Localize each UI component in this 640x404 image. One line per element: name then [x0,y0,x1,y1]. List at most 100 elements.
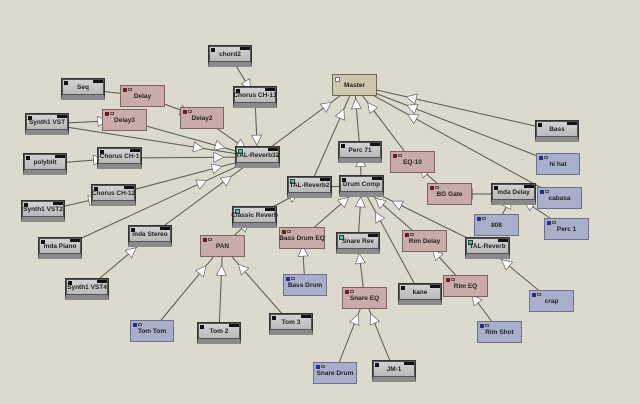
node-label: mda Piano [43,242,77,250]
node-io-icon [545,190,549,193]
node-rimshot[interactable]: Rim Shot [477,321,522,343]
connection-tal32-to-master[interactable] [257,84,355,158]
node-mdastereo[interactable]: mda Stereo [128,225,172,247]
connection-chorus12-to-tal32[interactable] [113,156,258,196]
connection-line [354,84,560,199]
connection-talreverb2-to-master[interactable] [309,84,355,188]
node-tom3[interactable]: Tom 3 [269,313,313,335]
connection-mdastereo-to-tal32[interactable] [149,156,258,237]
node-synth1vst4[interactable]: Synth1 VST4 [65,278,109,300]
node-kane[interactable]: kane [398,283,442,305]
connection-tom2-to-pan[interactable] [215,245,227,334]
node-label: EQ-10 [403,158,422,166]
node-label: hi hat [549,160,567,168]
node-snarerev[interactable]: Snare Rev [336,232,380,254]
connection-line [222,245,292,325]
connection-tomtom-to-pan[interactable] [151,245,223,332]
node-bass[interactable]: Bass [535,120,579,142]
node-polyblit[interactable]: polyblit [23,153,67,175]
node-rimeq[interactable]: Rim EQ [443,275,488,297]
connection-chorus1-to-tal32[interactable] [119,151,258,163]
node-drumcomp[interactable]: Drum Comp [339,175,384,197]
node-status-icon [341,144,345,148]
node-hihat[interactable]: hi hat [536,153,580,175]
node-bassdrum[interactable]: Bass Drum [283,274,327,296]
node-delay3[interactable]: Delay3 [102,109,147,131]
node-io-icon [321,365,325,368]
connection-line [354,84,558,132]
node-io-icon [398,154,402,157]
node-808[interactable]: 808 [474,214,519,236]
node-label: BG Gate [436,190,463,198]
arrow-icon [337,196,350,209]
connection-bass-to-master[interactable] [354,84,558,132]
node-delay[interactable]: Delay [120,85,165,107]
connection-line [309,84,355,188]
arrow-icon [319,101,332,113]
node-status-icon [335,77,340,82]
node-mdadelay[interactable]: mda Delay [491,183,536,205]
node-label: Classic Reverb [231,211,278,219]
node-bassdrumeq[interactable]: Bass Drum EQ [279,227,325,249]
node-io-icon [552,221,556,224]
node-badge-icon [524,185,534,188]
node-chorus12[interactable]: Chorus CH-12 [91,184,136,206]
node-tomtom[interactable]: Tom Tom [130,320,174,342]
arrow-icon [369,313,380,326]
arrow-icon [213,151,225,163]
node-bggate[interactable]: BG Gate [427,183,472,205]
connection-hihat-to-master[interactable] [354,84,559,165]
node-badge-icon [57,115,67,118]
node-perc1[interactable]: Perc 1 [544,218,589,240]
node-status-icon [316,365,320,369]
node-perc71[interactable]: Perc 71 [338,141,382,163]
node-status-icon [211,48,215,52]
node-pan[interactable]: PAN [200,235,245,257]
node-badge-icon [53,202,63,205]
node-chorus13[interactable]: Chorus CH-13 [233,86,277,108]
arrow-icon [192,141,205,153]
node-label: mda Delay [497,188,530,196]
connection-kane-to-drumcomp[interactable] [361,185,421,295]
node-delay2[interactable]: Delay2 [180,107,224,129]
node-chorus1[interactable]: Chorus CH-1 [97,147,142,169]
node-synth1vst[interactable]: Synth1 VST [25,113,69,135]
node-status-icon [100,150,104,154]
node-status-icon [477,217,481,221]
node-crap[interactable]: crap [529,290,574,312]
connection-snaredrum-to-snareeq[interactable] [334,297,365,374]
connection-eq10-to-master[interactable] [354,84,413,163]
node-cabasa[interactable]: cabasa [537,187,582,209]
node-io-icon [287,230,291,233]
node-rimdelay[interactable]: Rim Delay [402,230,447,252]
node-mdapiano[interactable]: mda Piano [38,237,82,259]
connection-line [218,245,223,334]
node-snaredrum[interactable]: Snare Drum [313,362,357,384]
node-talreverb2[interactable]: TAL-Reverb2 [287,176,332,198]
connection-perc71-to-master[interactable] [350,84,363,153]
node-talreverb[interactable]: TAL-Reverb [465,237,510,259]
node-tal32[interactable]: TAL-Reverb32 [235,146,280,168]
connection-mdapiano-to-tal32[interactable] [59,156,258,249]
node-io-icon [485,324,489,327]
node-status-icon [547,221,551,225]
node-synth1vst2[interactable]: Synth1 VST2 [21,200,65,222]
node-tom2[interactable]: Tom 2 [197,322,241,344]
node-snareeq[interactable]: Snare EQ [342,287,387,309]
node-label: crap [544,297,559,305]
node-master[interactable]: Master [332,74,377,96]
connection-cabasa-to-master[interactable] [354,84,560,199]
node-chord2[interactable]: chord2 [208,45,252,67]
connection-jm1-to-snareeq[interactable] [364,297,395,372]
node-classicreverb[interactable]: Classic Reverb [231,206,278,228]
node-jm1[interactable]: JM-1 [372,360,416,382]
node-eq10[interactable]: EQ-10 [390,151,435,173]
connection-tom3-to-pan[interactable] [222,245,292,325]
node-status-icon [238,149,243,154]
node-label: TAL-Reverb32 [235,151,280,159]
node-status-icon [272,316,276,320]
node-badge-icon [320,178,330,181]
connection-synth1vst-to-tal32[interactable] [46,123,258,158]
arrow-icon [391,200,405,211]
node-seq[interactable]: Seq [61,78,105,100]
